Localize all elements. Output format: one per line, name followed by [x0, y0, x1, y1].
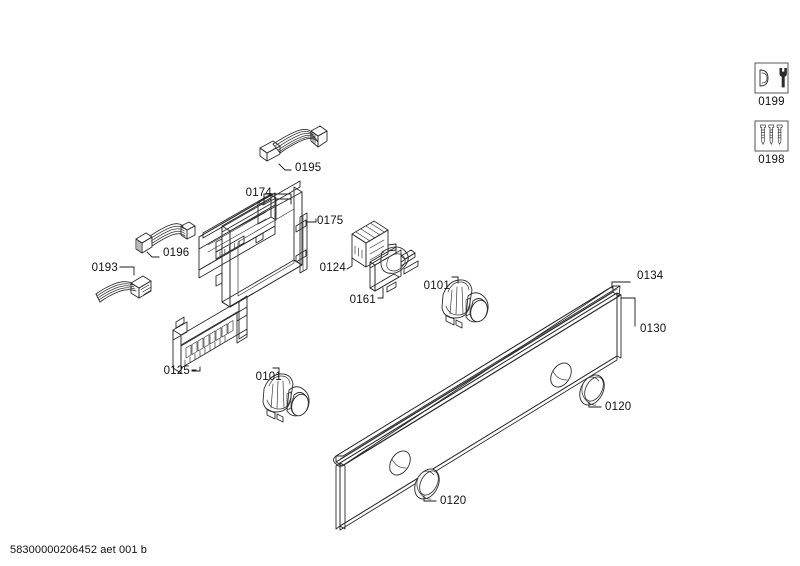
- legend-item-0198[interactable]: 0198: [754, 120, 789, 166]
- retractable-knob-icon: [262, 373, 310, 423]
- callout-0101-upper: 0101: [424, 280, 450, 292]
- callout-0174: 0174: [246, 187, 273, 199]
- part-terminal-block-0125[interactable]: 0125: [164, 295, 248, 377]
- part-selector-switch-0161[interactable]: 0161: [350, 246, 419, 306]
- leader-0196: [146, 251, 160, 258]
- part-thermostat-switch-0124[interactable]: 0124: [320, 220, 397, 274]
- part-wire-harness-0196[interactable]: 0196: [135, 221, 196, 259]
- part-board-frame-0175[interactable]: 0175: [215, 180, 343, 308]
- retractable-knob-icon: [441, 279, 489, 329]
- part-control-panel-fascia-0130[interactable]: 0130: [335, 292, 666, 531]
- leader-0120-lower: [423, 495, 437, 502]
- leader-0130: [620, 297, 636, 327]
- legend-item-0199[interactable]: 0199: [754, 62, 789, 108]
- leader-0101-lower: [272, 367, 280, 375]
- leader-0101-upper: [451, 276, 459, 284]
- part-retractable-knob-0101-upper[interactable]: 0101: [424, 276, 490, 329]
- leader-0134: [611, 281, 631, 289]
- part-seal-ring-0120-upper[interactable]: 0120: [575, 371, 632, 413]
- panel-hole-upper: [550, 362, 572, 388]
- part-seal-ring-0120-lower[interactable]: 0120: [410, 465, 467, 507]
- seal-ring-icon: [414, 468, 440, 500]
- callout-0196: 0196: [163, 247, 189, 259]
- board-frame-icon: [215, 180, 308, 308]
- part-wire-harness-0193[interactable]: 0193: [92, 262, 152, 303]
- callout-0130: 0130: [640, 323, 666, 335]
- callout-0124: 0124: [320, 262, 347, 274]
- panel-hole-lower: [389, 450, 411, 476]
- callout-0120-upper: 0120: [605, 401, 631, 413]
- leader-0175: [305, 218, 317, 223]
- thermostat-switch-icon: [351, 220, 397, 268]
- callout-0120-lower: 0120: [440, 495, 466, 507]
- control-board-icon: [198, 192, 277, 279]
- leader-0124: [346, 257, 353, 270]
- callout-0175: 0175: [317, 215, 343, 227]
- selector-switch-icon: [369, 246, 419, 293]
- screws-icon: [760, 124, 783, 145]
- wrench-tool-icon: [759, 68, 787, 88]
- legend-label-0199: 0199: [758, 96, 784, 108]
- control-panel-fascia-icon: [335, 292, 622, 531]
- leader-0120-upper: [588, 401, 602, 408]
- callout-0101-lower: 0101: [256, 371, 282, 383]
- leader-0125: [191, 366, 201, 372]
- wire-harness-icon: [95, 275, 152, 303]
- legend-box-0198: [754, 120, 789, 152]
- seal-ring-icon: [579, 374, 605, 406]
- part-retractable-knob-0101-lower[interactable]: 0101: [256, 367, 311, 423]
- legend-label-0198: 0198: [758, 154, 784, 166]
- callout-0193: 0193: [92, 262, 118, 274]
- leader-0195: [278, 163, 292, 171]
- callout-0161: 0161: [350, 294, 376, 306]
- leader-0161: [377, 287, 384, 299]
- part-ribbon-cable-0195[interactable]: 0195: [259, 125, 328, 174]
- callout-0125: 0125: [164, 365, 190, 377]
- wire-harness-icon: [135, 221, 196, 254]
- footer-document-code: 58300000206452 aet 001 b: [10, 544, 147, 556]
- wrench-glyph: [779, 68, 787, 88]
- ribbon-cable-icon: [259, 125, 328, 162]
- leader-0193: [119, 266, 135, 276]
- icon-legend: 0199 0198: [754, 62, 789, 166]
- callout-0134: 0134: [637, 270, 664, 282]
- callout-0195: 0195: [295, 162, 321, 174]
- terminal-block-icon: [172, 295, 248, 374]
- part-control-board-0174[interactable]: 0174: [198, 187, 292, 279]
